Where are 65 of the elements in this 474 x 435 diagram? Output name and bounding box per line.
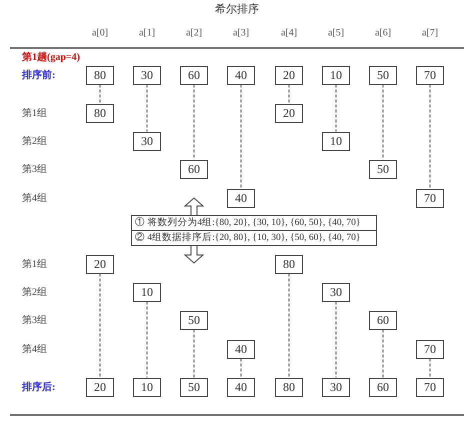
- column-header: a[2]: [186, 28, 202, 38]
- value-box: 80: [275, 254, 303, 274]
- connector-line: [146, 301, 148, 378]
- group-label: 第3组: [22, 163, 47, 176]
- value-box: 20: [275, 104, 303, 122]
- value-box: 10: [133, 378, 161, 396]
- column-header: a[0]: [92, 28, 108, 38]
- value-box: 20: [275, 66, 303, 84]
- value-box: 30: [322, 378, 350, 396]
- connector-line: [382, 84, 384, 160]
- column-header: a[7]: [422, 28, 438, 38]
- connector-line: [240, 84, 242, 189]
- value-box: 30: [322, 282, 350, 302]
- group-label: 第1组: [22, 107, 47, 120]
- value-box: 50: [369, 66, 397, 84]
- column-header: a[3]: [232, 28, 250, 38]
- value-box: 10: [133, 282, 161, 302]
- value-box: 80: [86, 104, 114, 122]
- block-arrow: [184, 246, 204, 264]
- value-box: 60: [180, 160, 208, 178]
- block-arrow: [184, 197, 204, 216]
- connector-line: [288, 273, 290, 378]
- connector-line: [146, 84, 148, 132]
- connector-line: [288, 84, 290, 104]
- value-box: 40: [227, 340, 255, 358]
- value-box: 80: [275, 378, 303, 396]
- group-label: 第3组: [22, 314, 47, 327]
- value-box: 60: [369, 310, 397, 330]
- value-box: 50: [369, 160, 397, 178]
- diagram-title: 希尔排序: [215, 2, 259, 16]
- value-box: 50: [180, 310, 208, 330]
- value-box: 80: [86, 66, 114, 84]
- value-box: 10: [322, 132, 350, 150]
- value-box: 30: [133, 66, 161, 84]
- value-box: 10: [322, 66, 350, 84]
- row-label: 排序后:: [22, 380, 56, 394]
- column-header: a[1]: [138, 28, 156, 38]
- note-box: [131, 215, 377, 246]
- value-box: 20: [86, 378, 114, 396]
- value-box: 50: [180, 378, 208, 396]
- value-box: 40: [227, 188, 255, 208]
- value-box: 40: [227, 66, 255, 84]
- note-line: ① 将数列分为4组:{80, 20}, {30, 10}, {60, 50}, {40, 70}: [134, 216, 362, 230]
- column-header: a[4]: [280, 28, 298, 38]
- group-label: 第1组: [22, 258, 47, 271]
- column-header: a[5]: [328, 28, 344, 38]
- value-box: 70: [416, 340, 444, 358]
- column-header: a[6]: [374, 28, 392, 38]
- group-label: 第4组: [22, 343, 47, 356]
- value-box: 40: [227, 378, 255, 396]
- row-label: 排序前:: [22, 68, 56, 82]
- connector-line: [240, 358, 242, 378]
- connector-line: [382, 329, 384, 378]
- value-box: 20: [86, 254, 114, 274]
- value-box: 70: [416, 188, 444, 208]
- group-label: 第2组: [22, 135, 47, 148]
- value-box: 60: [369, 378, 397, 396]
- group-label: 第4组: [22, 192, 47, 205]
- group-label: 第2组: [22, 286, 47, 299]
- pass-label: 第1趟(gap=4): [22, 50, 80, 64]
- value-box: 70: [416, 66, 444, 84]
- value-box: 60: [180, 66, 208, 84]
- value-box: 30: [133, 132, 161, 150]
- value-box: 70: [416, 378, 444, 396]
- note-line: ② 4组数据排序后:{20, 80}, {10, 30}, {50, 60}, {40, 70}: [132, 230, 376, 245]
